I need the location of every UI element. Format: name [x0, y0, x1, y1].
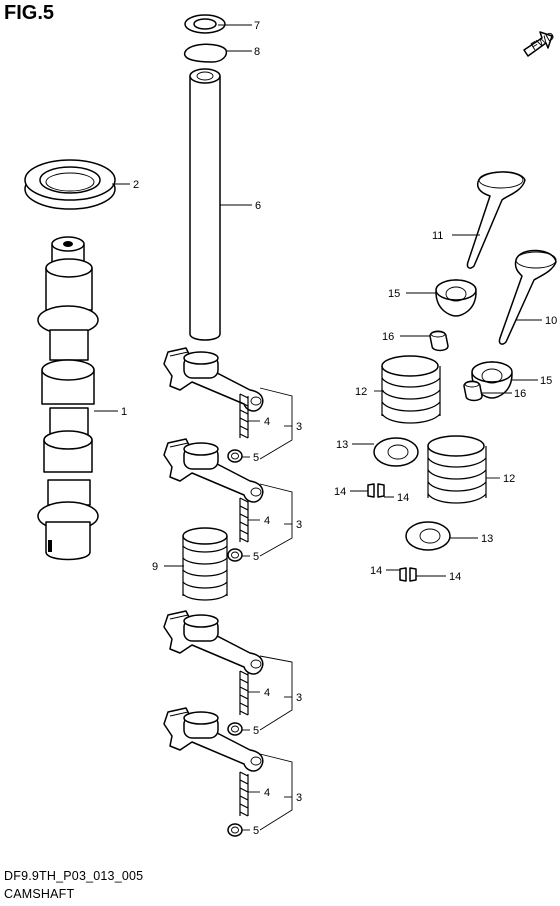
callout-12: 12: [355, 386, 367, 398]
callout-14: 14: [449, 571, 461, 583]
part-12-valve-spring-b[interactable]: [427, 435, 487, 504]
part-14-cotter-b[interactable]: [399, 567, 417, 582]
part-13-spring-seat-a[interactable]: [373, 437, 419, 467]
callout-12: 12: [503, 473, 515, 485]
callout-9: 9: [152, 561, 158, 573]
part-2-oil-seal[interactable]: [24, 159, 116, 210]
callout-13: 13: [481, 533, 493, 545]
part-9-spring[interactable]: [182, 527, 228, 601]
callout-16: 16: [514, 388, 526, 400]
fwd-label: FWD: [529, 30, 557, 53]
callout-7: 7: [254, 20, 260, 32]
callout-6: 6: [255, 200, 261, 212]
callout-2: 2: [133, 179, 139, 191]
callout-8: 8: [254, 46, 260, 58]
callout-5: 5: [253, 551, 259, 563]
callout-1: 1: [121, 406, 127, 418]
part-16-stem-seal-a[interactable]: [429, 330, 449, 352]
callout-14: 14: [334, 486, 346, 498]
callout-3: 3: [296, 692, 302, 704]
callout-13: 13: [336, 439, 348, 451]
callout-11: 11: [432, 230, 443, 242]
callout-16: 16: [382, 331, 394, 343]
callout-4: 4: [264, 515, 270, 527]
diagram-name: CAMSHAFT: [4, 887, 75, 901]
part-8-oring[interactable]: [183, 43, 228, 63]
rocker-arm-assembly-4[interactable]: [163, 707, 264, 837]
callout-3: 3: [296, 519, 302, 531]
fwd-arrow-icon: FWD: [523, 30, 557, 57]
callout-4: 4: [264, 687, 270, 699]
part-14-cotter-a[interactable]: [367, 483, 385, 498]
leader-lines: [94, 24, 542, 831]
part-7-washer[interactable]: [184, 14, 226, 34]
part-16-stem-seal-b[interactable]: [463, 380, 483, 402]
callout-3: 3: [296, 421, 302, 433]
callout-5: 5: [253, 725, 259, 737]
callout-5: 5: [253, 452, 259, 464]
part-13-spring-seat-b[interactable]: [405, 521, 451, 551]
part-15-retainer-a[interactable]: [435, 279, 477, 317]
callout-15: 15: [540, 375, 552, 387]
diagram-code: DF9.9TH_P03_013_005: [4, 869, 144, 883]
part-11-valve[interactable]: [466, 171, 526, 269]
callout-14: 14: [370, 565, 382, 577]
callout-3: 3: [296, 792, 302, 804]
part-10-valve[interactable]: [498, 249, 557, 345]
callouts: 7 8 6 2 1 9 3 4 5 3 4 5 3 4 5 3 4 5 11 1…: [121, 20, 557, 837]
callout-15: 15: [388, 288, 400, 300]
callout-4: 4: [264, 787, 270, 799]
callout-5: 5: [253, 825, 259, 837]
callout-14: 14: [397, 492, 409, 504]
callout-10: 10: [545, 315, 557, 327]
part-12-valve-spring-a[interactable]: [381, 355, 441, 424]
callout-4: 4: [264, 416, 270, 428]
part-6-rocker-shaft[interactable]: [189, 68, 221, 341]
figure-title: FIG.5: [4, 2, 55, 24]
part-1-camshaft[interactable]: [37, 236, 99, 561]
